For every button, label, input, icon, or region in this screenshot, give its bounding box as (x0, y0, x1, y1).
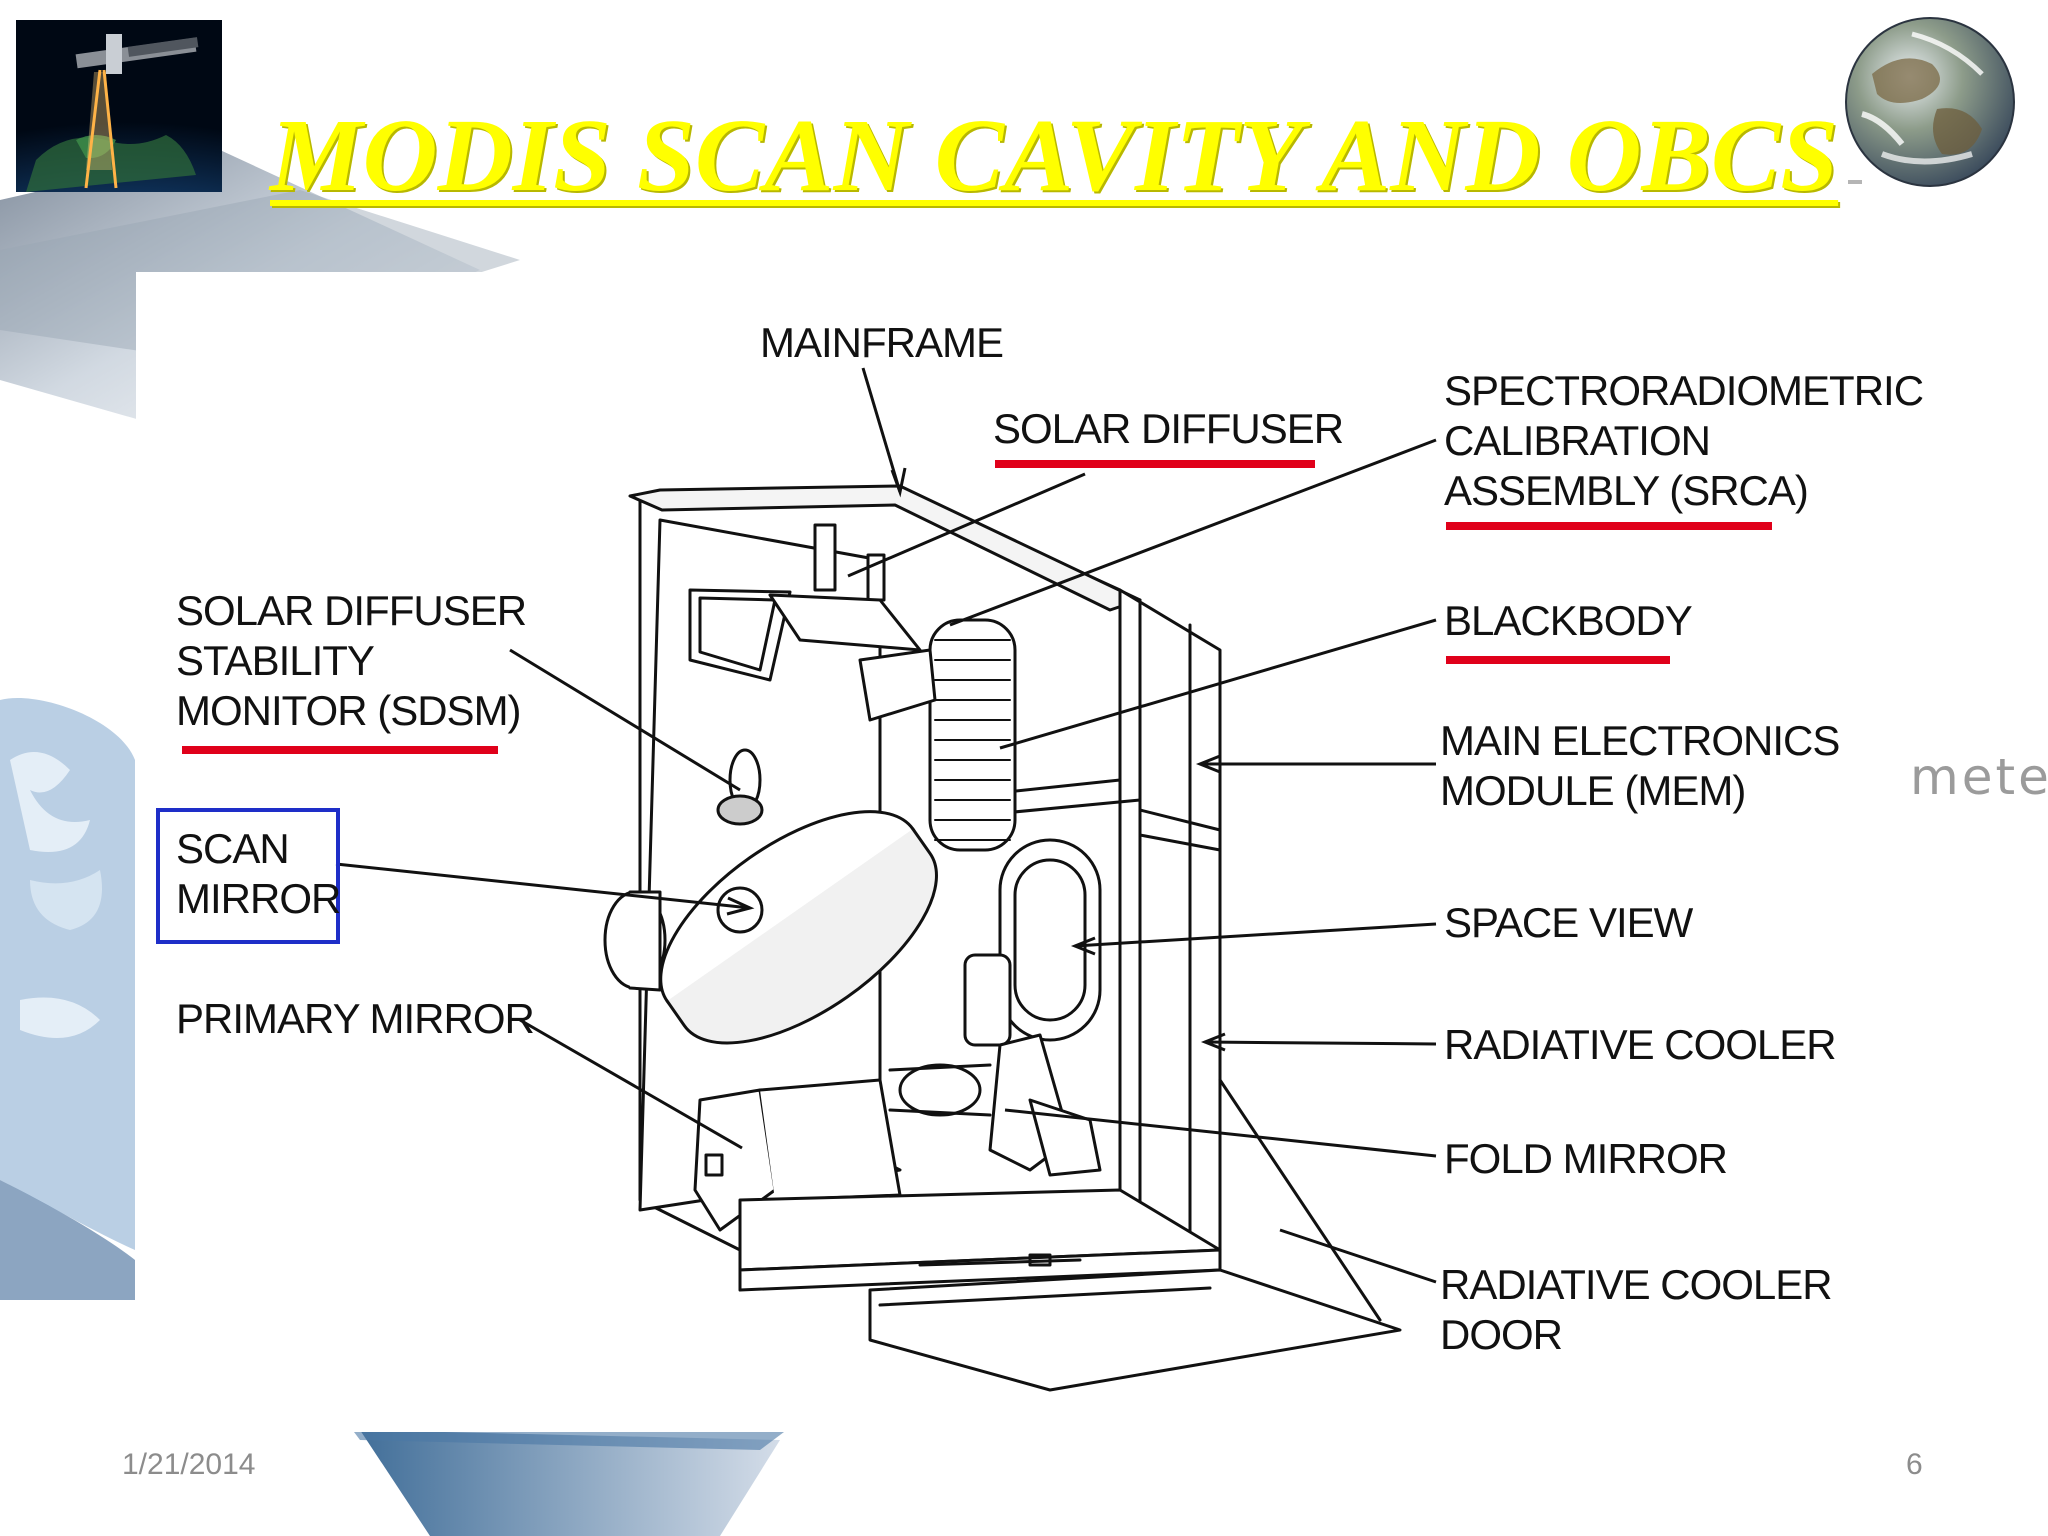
label-solar-diffuser: SOLAR DIFFUSER (993, 405, 1344, 452)
highlight-underline-solar-diffuser (995, 460, 1315, 468)
label-radiative-cooler: RADIATIVE COOLER (1444, 1021, 1837, 1068)
label-radiative-cooler-door: RADIATIVE COOLER DOOR (1440, 1261, 1833, 1358)
label-sdsm: SOLAR DIFFUSER STABILITY MONITOR (SDSM) (176, 587, 527, 734)
highlight-underline-sdsm (182, 746, 498, 754)
slide-title: MODIS SCAN CAVITY AND OBCS (270, 98, 1839, 213)
background-partial-word: mete (1910, 748, 2048, 806)
label-blackbody: BLACKBODY (1444, 597, 1693, 644)
label-mainframe: MAINFRAME (760, 319, 1004, 366)
satellite-orbit-icon (16, 20, 222, 192)
highlight-underline-blackbody (1446, 656, 1670, 664)
highlight-box-scan-mirror (156, 808, 340, 944)
label-mem: MAIN ELECTRONICS MODULE (MEM) (1440, 717, 1840, 814)
label-fold-mirror: FOLD MIRROR (1444, 1135, 1728, 1182)
slide-page-number: 6 (1906, 1448, 1923, 1481)
highlight-underline-srca (1446, 522, 1772, 530)
label-primary-mirror: PRIMARY MIRROR (176, 995, 535, 1042)
label-space-view: SPACE VIEW (1444, 899, 1693, 946)
earth-globe-icon (1845, 17, 2015, 187)
label-srca: SPECTRORADIOMETRIC CALIBRATION ASSEMBLY … (1444, 367, 1924, 514)
label-scan-mirror: SCAN MIRROR (176, 825, 341, 922)
slide-date: 1/21/2014 (122, 1448, 256, 1481)
